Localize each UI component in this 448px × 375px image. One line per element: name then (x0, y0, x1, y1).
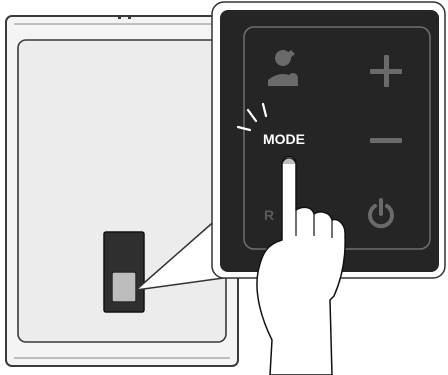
plus-icon (370, 55, 402, 87)
mode-label: MODE (263, 131, 305, 147)
minus-icon (370, 138, 402, 143)
power-icon (368, 198, 394, 229)
press-hand-icon (256, 155, 346, 375)
press-indicator-marks (236, 102, 268, 132)
callout-panel: R MODE (211, 1, 446, 279)
small-control-highlight (111, 271, 137, 303)
appliance (5, 15, 239, 367)
partial-label: R (264, 207, 274, 223)
wrench-person-icon (268, 50, 298, 86)
